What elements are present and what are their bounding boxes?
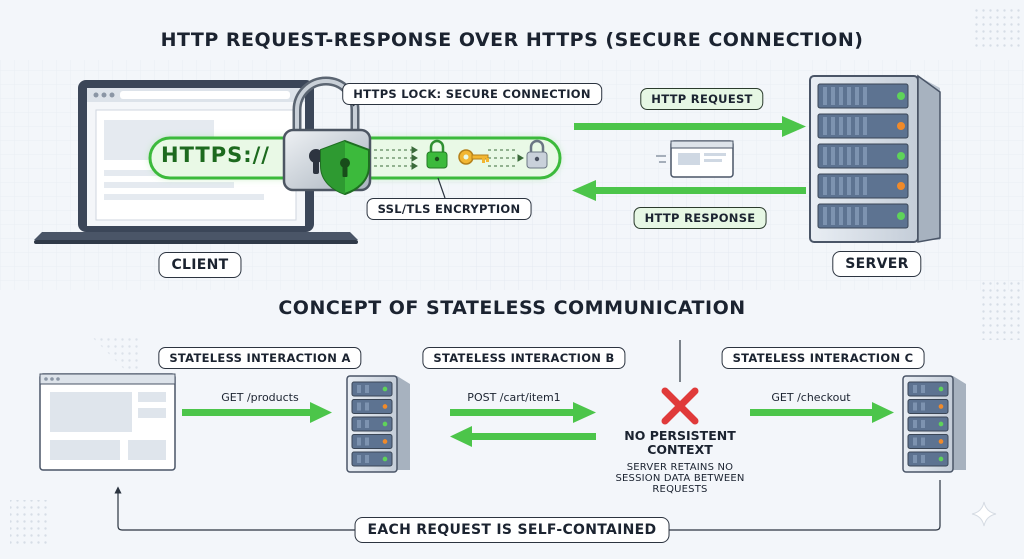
server-c-unit [907,451,949,467]
small-lock-icon [426,139,448,169]
no-context-desc-3: REQUESTS [652,484,708,495]
no-context-title-1: NO PERSISTENT [624,428,736,443]
status-led [897,122,905,130]
server-unit [817,203,909,229]
shield-icon [320,139,370,196]
request-c-arrow [750,402,894,423]
status-led [382,421,388,427]
server-a-unit [351,434,393,449]
request-a-arrow [182,402,332,423]
status-led [938,404,944,409]
server-units [817,83,909,229]
interaction-b-label: STATELESS INTERACTION B [422,347,626,369]
encryption-callout-line [437,177,446,199]
section-title-stateless: CONCEPT OF STATELESS COMMUNICATION [278,297,746,319]
status-led [938,439,944,444]
request-b-text: POST /cart/item1 [467,391,561,404]
https-address-text: HTTPS:// [161,143,270,167]
interaction-c-label: STATELESS INTERACTION C [721,347,925,369]
status-led [938,386,944,392]
server-a-unit [351,381,393,397]
request-a-text: GET /products [221,391,299,404]
status-led [938,456,944,462]
server-a-unit [351,416,393,432]
small-grey-lock-icon [526,139,548,169]
http-request-label: HTTP REQUEST [640,88,764,110]
response-b-arrow [450,426,596,447]
self-contained-label: EACH REQUEST IS SELF-CONTAINED [354,517,670,543]
http-response-arrow [572,180,806,201]
request-b-arrow [450,402,596,423]
status-led [897,92,905,100]
server-label: SERVER [832,251,922,277]
status-led [897,212,905,220]
encryption-label: SSL/TLS ENCRYPTION [366,198,532,220]
status-led [382,386,388,392]
decor-dots [10,500,50,545]
page-title: HTTP REQUEST-RESPONSE OVER HTTPS (SECURE… [160,29,864,51]
no-context-desc-1: SERVER RETAINS NO [626,462,734,473]
key-icon [458,149,489,165]
no-context-desc-2: SESSION DATA BETWEEN [615,473,745,484]
client-label: CLIENT [158,252,242,278]
server-unit [817,143,909,169]
cross-icon [661,387,699,425]
http-response-label: HTTP RESPONSE [633,207,767,229]
server-unit [817,113,909,139]
request-c-text: GET /checkout [771,391,851,404]
no-context-title-2: CONTEXT [647,442,713,457]
interaction-a-label: STATELESS INTERACTION A [158,347,362,369]
small-server-units [351,381,949,467]
status-led [897,152,905,160]
status-led [382,404,388,409]
client-browser-icon [39,373,176,471]
server-c-unit [907,399,949,414]
no-context-block: NO PERSISTENT CONTEXT SERVER RETAINS NO … [615,428,745,496]
sparkle-icon [971,501,997,527]
server-c-unit [907,416,949,432]
server-c-unit [907,434,949,449]
http-request-arrow [574,116,806,137]
server-unit [817,173,909,199]
laptop-icon [34,80,358,244]
server-a-unit [351,399,393,414]
lock-label: HTTPS LOCK: SECURE CONNECTION [342,83,602,105]
browser-window-icon [656,140,734,178]
server-unit [817,83,909,109]
status-led [382,456,388,462]
status-led [897,182,905,190]
status-led [382,439,388,444]
status-led [938,421,944,427]
server-c-unit [907,381,949,397]
server-a-unit [351,451,393,467]
encrypted-data-flow [368,146,524,170]
